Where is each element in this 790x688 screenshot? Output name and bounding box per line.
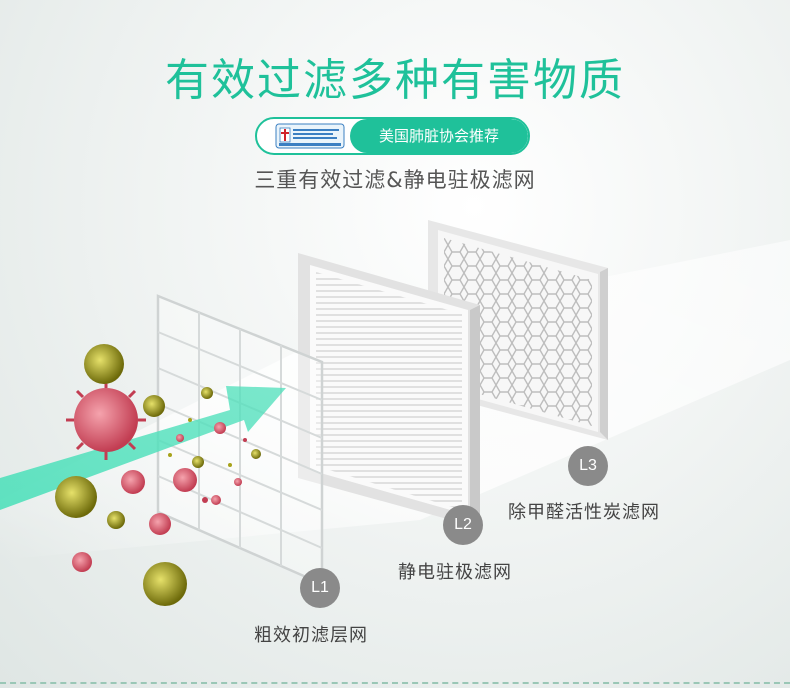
electrostatic-filter-l2 [298, 253, 480, 528]
layer-badge-l1: L1 [300, 568, 340, 608]
badge-label: 美国肺脏协会推荐 [350, 119, 528, 153]
lung-association-logo-icon [275, 123, 345, 149]
virus-icon [55, 344, 261, 606]
bottom-divider [0, 682, 790, 684]
layer-label-l1: 粗效初滤层网 [254, 625, 368, 646]
layer-badge-l2: L2 [443, 505, 483, 545]
layer-label-l3: 除甲醛活性炭滤网 [508, 502, 660, 523]
subtitle: 三重有效过滤&静电驻极滤网 [254, 168, 536, 192]
page-title: 有效过滤多种有害物质 [165, 55, 625, 106]
layer-badge-l3: L3 [568, 446, 608, 486]
layer-label-l2: 静电驻极滤网 [398, 562, 512, 583]
recommendation-badge: 美国肺脏协会推荐 [255, 117, 530, 155]
coarse-filter-l1 [156, 294, 324, 586]
